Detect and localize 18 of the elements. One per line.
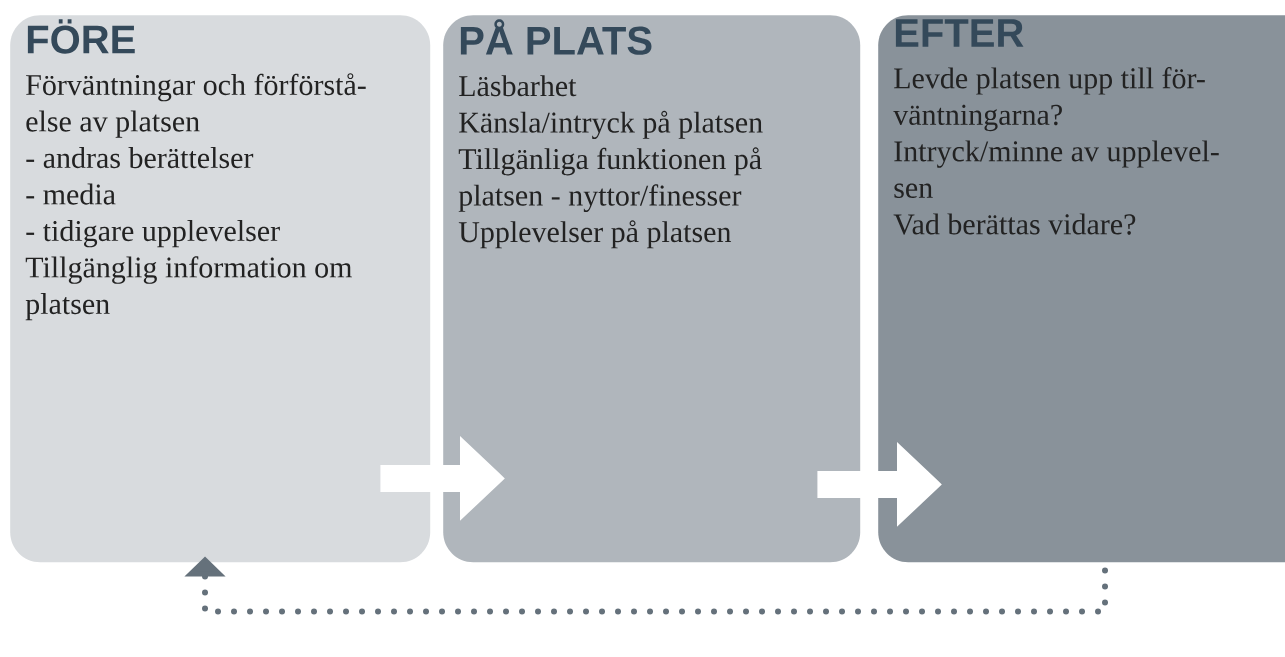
stage-text: - tidigare upplevelser xyxy=(26,220,280,248)
stage-text: Tillgänliga funktionen på platsen - nyttor/finesser xyxy=(458,147,762,212)
stage-text: Förväntningar och förförstå- else av platsen xyxy=(26,73,366,138)
stage-text: Tillgänglig information om platsen xyxy=(25,256,352,321)
stage-heading: FÖRE xyxy=(27,19,135,54)
stage-text: - andras berättelser xyxy=(26,147,254,169)
stage-text: Intryck/minne av upplevel- sen xyxy=(894,140,1219,198)
stage-text: Läsbarhet xyxy=(459,75,577,97)
stage-text: Upplevelser på platsen xyxy=(458,220,732,249)
stage-text: Levde platsen upp till för- väntningarna? xyxy=(893,67,1205,132)
stage-box xyxy=(10,15,431,563)
stage-box xyxy=(878,15,1285,563)
stage-text: Känsla/intryck på platsen xyxy=(459,110,763,139)
stage-box xyxy=(443,15,861,563)
stage-text: - media xyxy=(26,183,116,205)
stage-heading: PÅ PLATS xyxy=(460,19,652,55)
stage-heading: EFTER xyxy=(895,19,1024,47)
stage-text: Vad berättas vidare? xyxy=(893,213,1136,235)
